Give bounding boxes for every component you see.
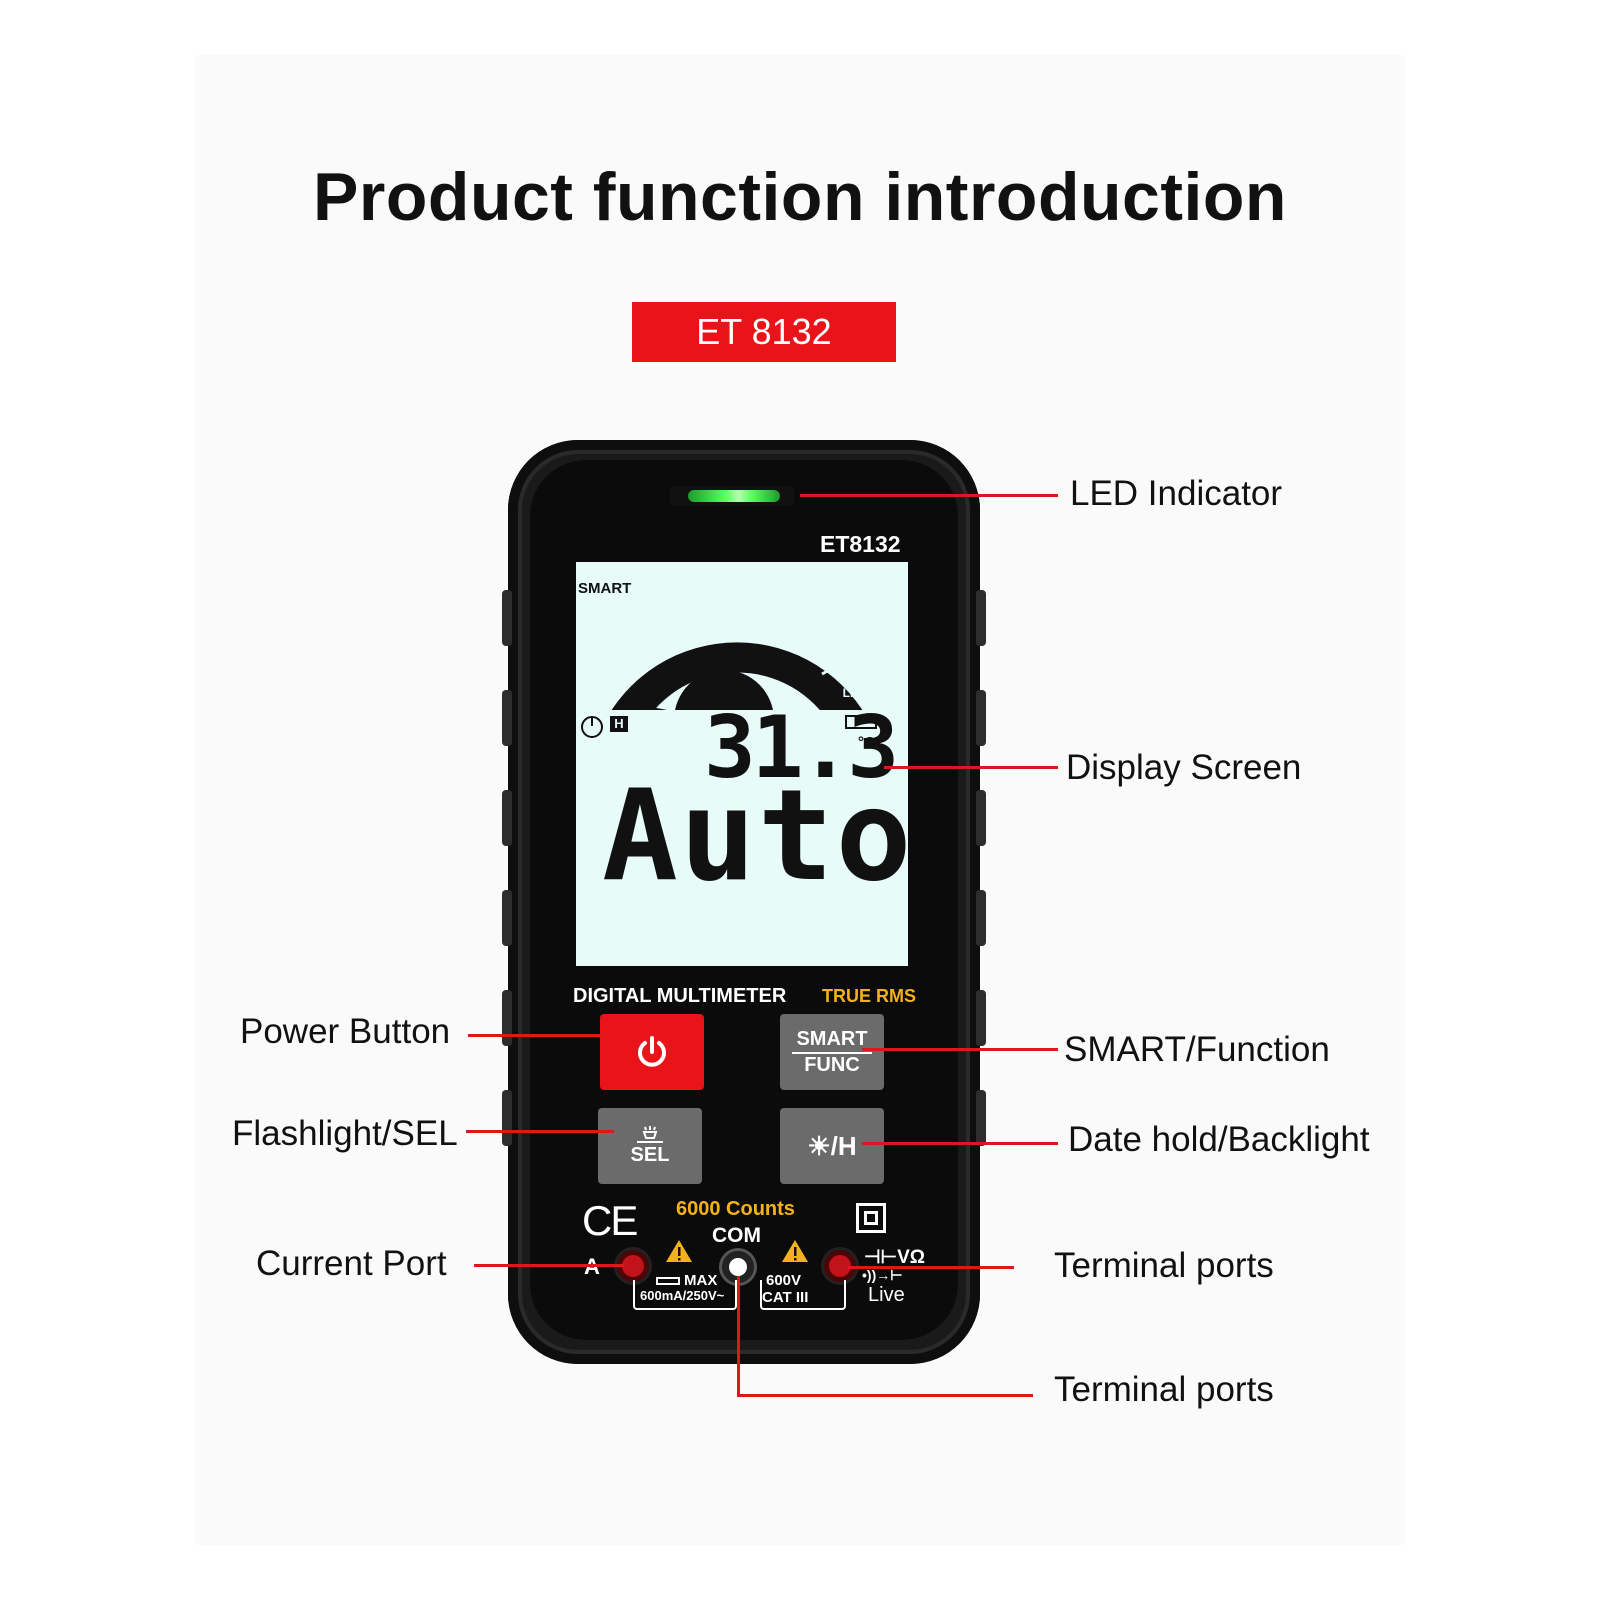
counts-label: 6000 Counts <box>676 1198 795 1220</box>
callout-line-terminal-right <box>848 1266 1014 1269</box>
callout-line-terminal-bottom-v <box>737 1276 740 1396</box>
lcd-mode-hz: Hz% <box>692 570 722 586</box>
com-label: COM <box>712 1224 761 1247</box>
lcd-mode-mv: mṼ <box>656 584 678 600</box>
mode-arc <box>602 642 872 727</box>
callout-led-indicator: LED Indicator <box>1070 474 1283 513</box>
callout-line-display <box>884 766 1058 769</box>
lcd-mode-capacitance: ⊣⊢ <box>738 569 765 586</box>
cat-rating-label: CAT III <box>762 1289 809 1306</box>
callout-terminal-ports-bottom: Terminal ports <box>1054 1370 1274 1409</box>
callout-current-port: Current Port <box>256 1244 447 1283</box>
power-icon <box>638 1036 666 1067</box>
callout-line-power <box>468 1034 604 1037</box>
cat-bracket <box>760 1280 846 1310</box>
side-grip <box>502 690 512 746</box>
side-grip <box>502 790 512 846</box>
lcd-mode-ma: mÃ <box>828 637 851 653</box>
true-rms-label: TRUE RMS <box>822 986 916 1006</box>
lcd-ncv-live: NCV Live <box>842 674 867 700</box>
lcd-mode-ohm: Ω <box>600 640 615 660</box>
hold-backlight-button[interactable]: ☀/H <box>780 1108 884 1184</box>
smart-func-button[interactable]: SMART FUNC <box>780 1014 884 1090</box>
fuse-rating-label: 600mA/250V~ <box>640 1288 725 1303</box>
sel-button-label: SEL <box>630 1143 670 1166</box>
callout-power-button: Power Button <box>240 1012 451 1051</box>
callout-line-hold <box>862 1142 1058 1145</box>
callout-display-screen: Display Screen <box>1066 748 1302 787</box>
model-badge: ET 8132 <box>632 302 896 362</box>
fuse-icon <box>656 1277 680 1285</box>
ce-mark: CE <box>582 1197 638 1244</box>
lcd-mode-diode: →⊢ <box>776 583 805 600</box>
lcd-mode-v: Ṽ <box>588 680 600 699</box>
lcd-reading: 31.3 <box>704 698 899 798</box>
callout-line-led <box>800 494 1058 497</box>
page-title: Product function introduction <box>313 159 1287 235</box>
device-name-label: DIGITAL MULTIMETER <box>573 985 787 1007</box>
a-port-label: A <box>584 1254 600 1280</box>
side-grip <box>976 890 986 946</box>
side-grip <box>502 890 512 946</box>
callout-line-terminal-bottom-h <box>737 1394 1033 1397</box>
callout-smart-function: SMART/Function <box>1064 1030 1330 1069</box>
display-screen: SMART Ṽ Ω •)) mṼ Hz% ⊣⊢ →⊢ μÃ mÃ NCV Liv… <box>576 562 911 966</box>
side-grip <box>976 990 986 1046</box>
side-grip <box>976 790 986 846</box>
live-label: Live <box>868 1284 905 1306</box>
side-grip <box>976 690 986 746</box>
power-button[interactable] <box>600 1014 704 1090</box>
callout-data-hold-backlight: Date hold/Backlight <box>1068 1120 1370 1159</box>
side-grip <box>502 1090 512 1146</box>
lcd-ncv-label: NCV <box>842 673 868 687</box>
fuse-bracket <box>633 1280 737 1310</box>
hold-backlight-label: ☀/H <box>807 1130 857 1161</box>
callout-line-flashlight <box>466 1130 614 1133</box>
side-grip <box>502 590 512 646</box>
lcd-mode-ua: μÃ <box>808 604 829 621</box>
side-grip <box>976 1090 986 1146</box>
fuse-max-label: MAX <box>684 1272 718 1289</box>
side-grip <box>976 590 986 646</box>
side-grip <box>502 990 512 1046</box>
warning-icon <box>782 1240 808 1262</box>
led-light <box>688 490 780 502</box>
callout-flashlight-sel: Flashlight/SEL <box>232 1114 458 1153</box>
lcd-smart-label: SMART <box>578 580 632 597</box>
lcd-graphics <box>581 577 892 738</box>
volt-rating-label: 600V <box>766 1272 802 1289</box>
lcd-unit: °C <box>858 734 875 751</box>
gauge-dial <box>674 670 774 720</box>
warning-icon <box>666 1240 692 1262</box>
port-symbols-bottom: •))→⊢ <box>862 1267 903 1283</box>
flashlight-icon <box>637 1125 663 1143</box>
flashlight-sel-button[interactable]: SEL <box>598 1108 702 1184</box>
smart-button-label: SMART <box>792 1028 872 1054</box>
func-button-label: FUNC <box>804 1053 860 1076</box>
callout-terminal-ports-right: Terminal ports <box>1054 1246 1274 1285</box>
device-model-label: ET8132 <box>820 531 901 557</box>
lcd-mode-continuity: •)) <box>618 606 632 621</box>
lcd-mode-text: Auto <box>602 762 914 909</box>
port-symbols-top: ⊣⊢VΩ <box>864 1247 926 1268</box>
lcd-hold-icon: H <box>610 716 628 732</box>
callout-line-smart <box>862 1048 1058 1051</box>
lcd-live-label: Live <box>842 686 867 700</box>
double-insulation-icon <box>856 1203 886 1233</box>
callout-line-current <box>474 1264 624 1267</box>
